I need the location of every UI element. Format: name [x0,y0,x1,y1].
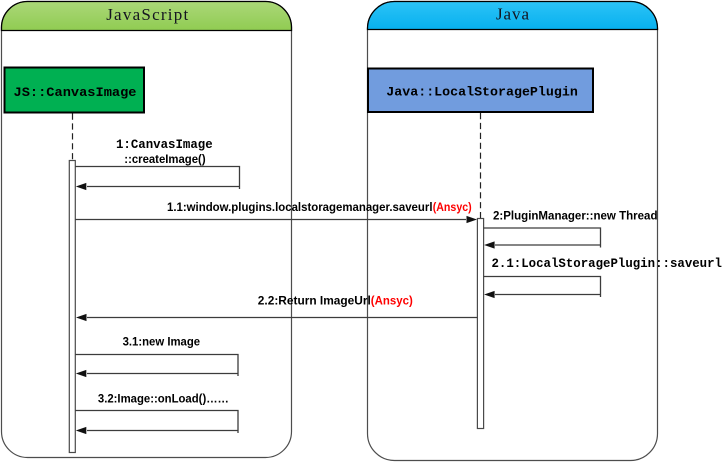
svg-text:JavaScript: JavaScript [106,5,188,24]
svg-text:2:PluginManager::new Thread: 2:PluginManager::new Thread [493,208,658,222]
svg-text:::createImage(): ::createImage() [124,152,205,166]
svg-text:3.1:new Image: 3.1:new Image [123,334,201,348]
svg-text:(Ansyc): (Ansyc) [433,200,472,214]
svg-text:3.2:Image::onLoad()……: 3.2:Image::onLoad()…… [98,392,229,406]
svg-text:1.1:window.plugins.localstorag: 1.1:window.plugins.localstoragemanager.s… [167,200,433,214]
svg-text:2.1:LocalStoragePlugin::saveur: 2.1:LocalStoragePlugin::saveurl [492,257,723,271]
svg-text:Java::LocalStoragePlugin: Java::LocalStoragePlugin [386,84,578,99]
svg-text:JS::CanvasImage: JS::CanvasImage [14,85,137,100]
svg-text:1:CanvasImage: 1:CanvasImage [116,138,213,152]
svg-text:2.2:Return ImageUrl: 2.2:Return ImageUrl [258,294,371,308]
svg-text:(Ansyc): (Ansyc) [371,294,413,308]
svg-text:Java: Java [496,5,529,24]
